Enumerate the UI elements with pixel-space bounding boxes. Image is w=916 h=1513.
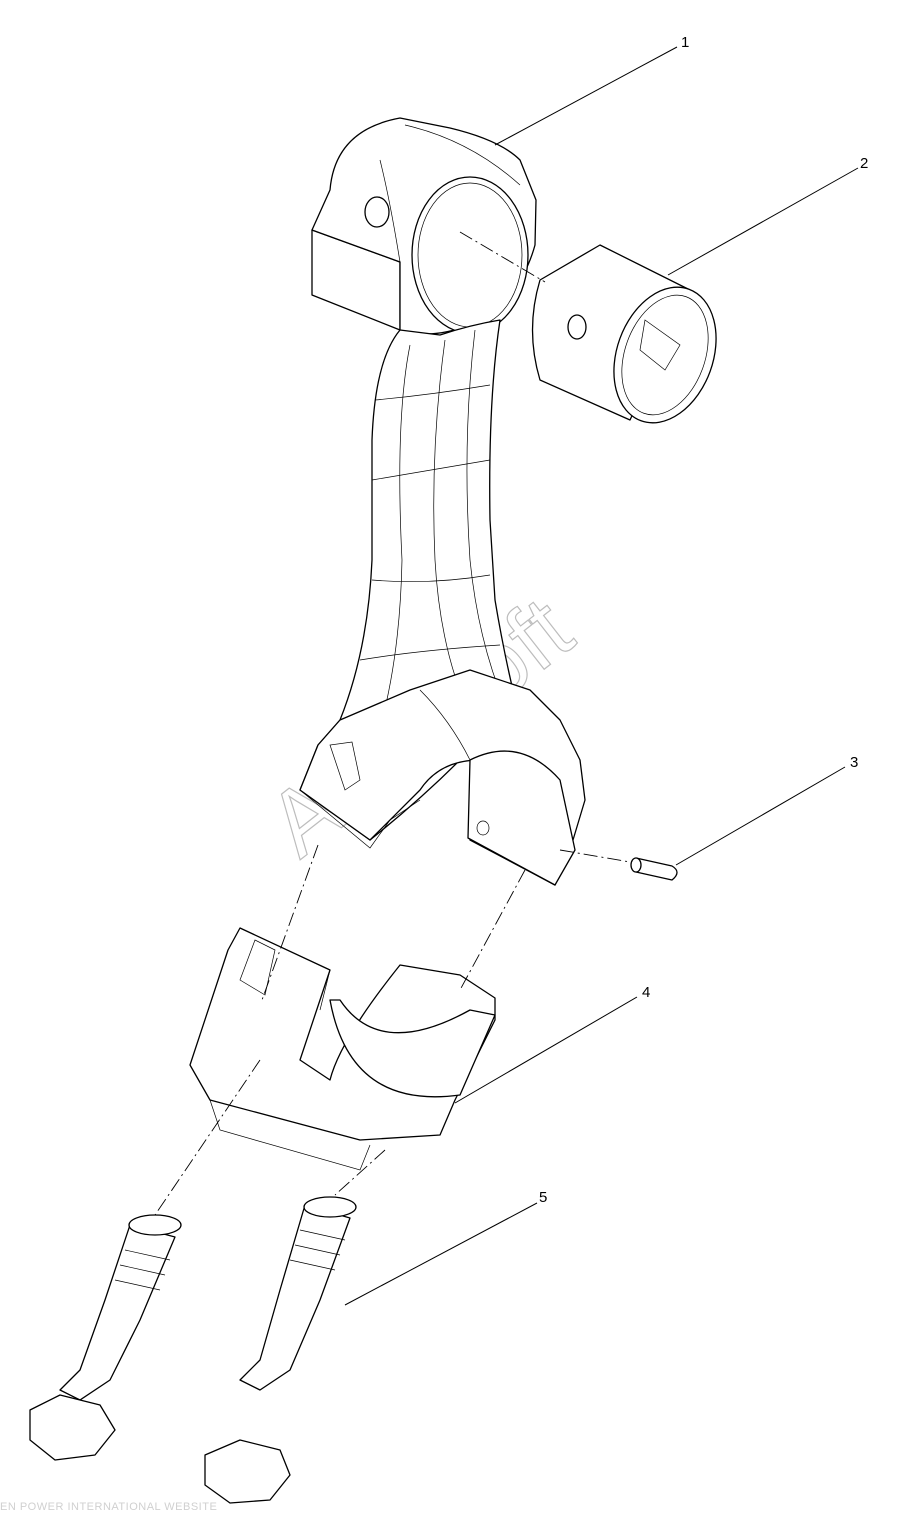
callout-2: 2	[860, 155, 868, 172]
callout-3: 3	[850, 754, 858, 771]
cap-bolt-right	[204, 1196, 357, 1504]
bearing-cap	[189, 927, 496, 1171]
cap-bolt-left	[29, 1214, 182, 1461]
connecting-rod	[299, 117, 586, 886]
callout-leaders	[344, 46, 859, 1306]
callout-5: 5	[539, 1189, 547, 1206]
callout-4: 4	[642, 984, 650, 1001]
centre-lines	[154, 231, 631, 1216]
small-end-bush	[531, 244, 717, 424]
callout-1: 1	[681, 34, 689, 51]
dowel-pin	[630, 857, 678, 881]
footer-watermark-text: EN POWER INTERNATIONAL WEBSITE	[0, 1501, 218, 1513]
